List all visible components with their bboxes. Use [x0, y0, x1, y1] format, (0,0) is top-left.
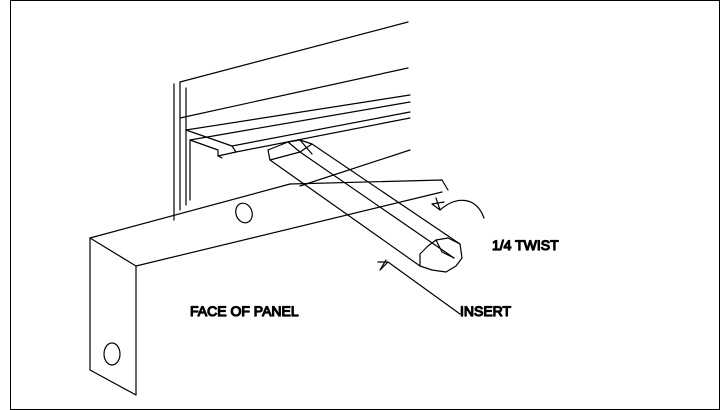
panel-hole-top [235, 202, 253, 224]
label-face-of-panel: FACE OF PANEL [190, 303, 299, 319]
label-twist: 1/4 TWIST [492, 237, 559, 253]
insert-arrow [377, 259, 461, 315]
panel [89, 179, 449, 396]
label-insert: INSERT [460, 303, 512, 319]
wall-channel [173, 21, 411, 221]
panel-hole-front [103, 342, 121, 366]
insert-bar [267, 139, 463, 273]
panel-insert-diagram: 1/4 TWIST FACE OF PANEL INSERT [89, 21, 560, 396]
figure-frame [10, 0, 720, 410]
twist-arrow [431, 197, 485, 219]
